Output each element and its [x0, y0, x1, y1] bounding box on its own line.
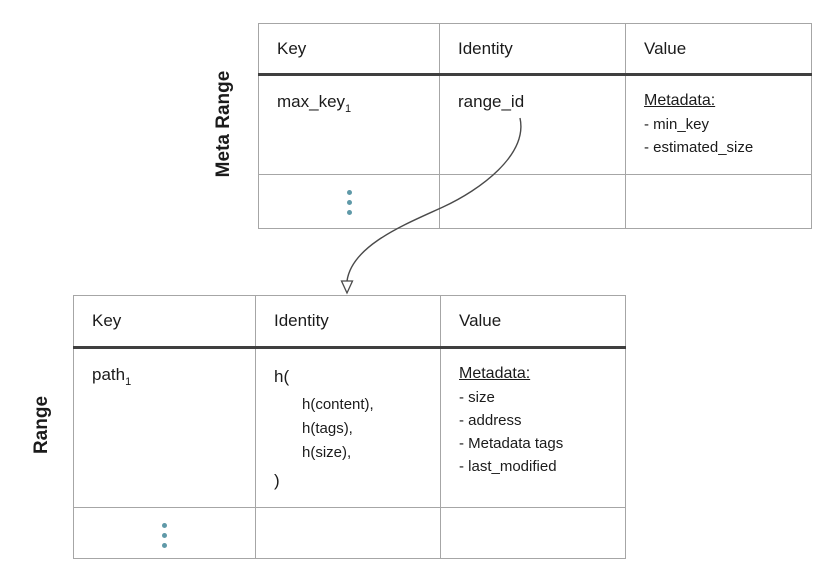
- header-row: Key Identity Value: [73, 295, 626, 349]
- value-cell: Metadata: - size - address - Metadata ta…: [440, 347, 626, 508]
- metadata-title: Metadata:: [459, 365, 531, 382]
- arrow-head: [340, 280, 354, 295]
- key-cell: max_key1: [258, 74, 440, 175]
- metadata-item: - size: [459, 389, 495, 406]
- column-header-value: Value: [625, 23, 812, 76]
- meta-range-table-label: Meta Range: [213, 70, 234, 178]
- key-cell: path1: [73, 347, 256, 508]
- empty-cell: [625, 174, 812, 229]
- key-subscript: 1: [125, 376, 132, 388]
- empty-cell: [439, 174, 626, 229]
- header-row: Key Identity Value: [258, 23, 812, 76]
- value-cell: Metadata: - min_key - estimated_size: [625, 74, 812, 175]
- identity-line: h(size),: [302, 444, 352, 461]
- ellipsis-cell: [73, 507, 256, 559]
- identity-line: ): [274, 471, 280, 490]
- meta-range-table: Key Identity Value max_key1 range_id: [258, 23, 812, 229]
- empty-cell: [440, 507, 626, 559]
- column-header-value: Value: [440, 295, 626, 349]
- range-table: Key Identity Value path1 h( h(cont: [73, 295, 626, 559]
- column-header-identity: Identity: [255, 295, 441, 349]
- metadata-item: - estimated_size: [644, 139, 754, 156]
- ellipsis-dot: [346, 210, 352, 215]
- vertical-ellipsis: [75, 509, 255, 548]
- identity-line: h(: [274, 367, 290, 386]
- ellipsis-dot: [346, 200, 352, 205]
- metadata-item: - Metadata tags: [459, 435, 564, 452]
- identity-cell: range_id: [439, 74, 626, 175]
- identity-line: h(content),: [302, 396, 374, 413]
- table-row: [258, 174, 812, 229]
- metadata-item: - address: [459, 412, 522, 429]
- column-header-identity: Identity: [439, 23, 626, 76]
- table-row: path1 h( h(content), h(tags), h(size), ): [73, 347, 626, 508]
- metadata-item: - last_modified: [459, 458, 557, 475]
- key-text: path: [92, 365, 126, 384]
- identity-cell: h( h(content), h(tags), h(size), ): [255, 347, 441, 508]
- ellipsis-dot: [346, 190, 352, 195]
- table-row: [73, 507, 626, 559]
- ellipsis-cell: [258, 174, 440, 229]
- metadata-title: Metadata:: [644, 92, 716, 109]
- ellipsis-dot: [162, 543, 167, 548]
- column-header-key: Key: [258, 23, 440, 76]
- identity-text: range_id: [458, 92, 525, 111]
- empty-cell: [255, 507, 441, 559]
- table-row: max_key1 range_id Metadata: - min_key - …: [258, 74, 812, 175]
- column-header-key: Key: [73, 295, 256, 349]
- key-subscript: 1: [345, 103, 352, 115]
- key-text: max_key: [277, 92, 346, 111]
- range-table-label: Range: [31, 395, 52, 455]
- metadata-item: - min_key: [644, 116, 710, 133]
- ellipsis-dot: [162, 533, 167, 538]
- vertical-ellipsis: [260, 176, 439, 215]
- ellipsis-dot: [162, 523, 167, 528]
- identity-line: h(tags),: [302, 420, 353, 437]
